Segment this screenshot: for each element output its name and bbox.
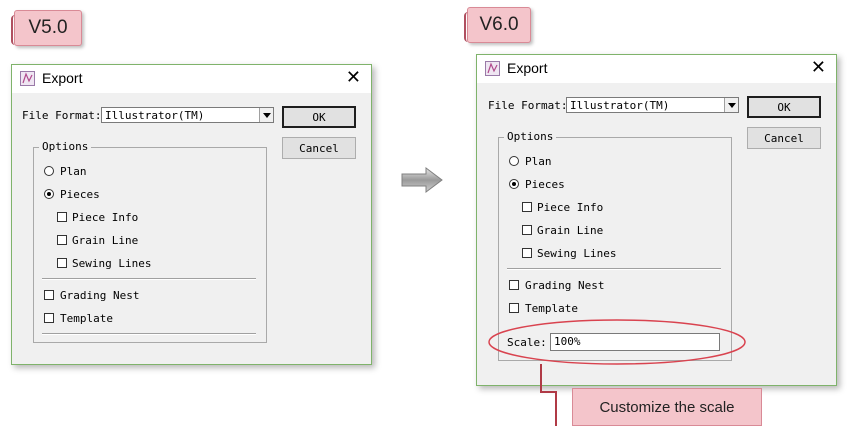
ok-button-label: OK xyxy=(777,100,791,114)
template-label: Template xyxy=(60,312,113,325)
cancel-button-label: Cancel xyxy=(764,131,804,145)
grading-nest-checkbox[interactable] xyxy=(509,280,519,290)
ok-button[interactable]: OK xyxy=(282,106,356,128)
pieces-label: Pieces xyxy=(525,178,565,191)
version-tag-old: V5.0 xyxy=(11,10,82,46)
ok-button-label: OK xyxy=(312,110,326,124)
callout-box: Customize the scale xyxy=(572,388,762,426)
options-legend: Options xyxy=(504,130,557,143)
options-legend: Options xyxy=(39,140,92,153)
file-format-value: Illustrator(TM) xyxy=(570,99,670,112)
export-dialog-new: Export ✕ File Format: Illustrator(TM) OK… xyxy=(476,54,837,386)
file-format-select[interactable]: Illustrator(TM) xyxy=(566,97,739,113)
grain-line-checkbox[interactable] xyxy=(57,235,67,245)
cancel-button[interactable]: Cancel xyxy=(282,137,356,159)
close-icon[interactable]: ✕ xyxy=(810,57,826,77)
grain-line-checkbox[interactable] xyxy=(522,225,532,235)
sewing-lines-label: Sewing Lines xyxy=(72,257,152,270)
cancel-button-label: Cancel xyxy=(299,141,339,155)
version-tag-new-label: V6.0 xyxy=(479,14,519,35)
app-icon xyxy=(485,61,500,76)
app-icon xyxy=(20,71,35,86)
sewing-lines-checkbox[interactable] xyxy=(522,248,532,258)
options-divider xyxy=(507,268,721,270)
grain-line-label: Grain Line xyxy=(72,234,139,247)
right-arrow-icon xyxy=(401,167,443,193)
callout-connector-line xyxy=(540,364,557,426)
grain-line-label: Grain Line xyxy=(537,224,604,237)
grading-nest-label: Grading Nest xyxy=(525,279,605,292)
scale-value: 100% xyxy=(554,335,581,348)
template-checkbox[interactable] xyxy=(509,303,519,313)
grading-nest-checkbox[interactable] xyxy=(44,290,54,300)
export-dialog-old: Export ✕ File Format: Illustrator(TM) OK… xyxy=(11,64,372,365)
pieces-radio[interactable] xyxy=(509,179,519,189)
chevron-down-icon[interactable] xyxy=(259,108,273,122)
scale-input[interactable]: 100% xyxy=(550,333,720,351)
template-label: Template xyxy=(525,302,578,315)
pieces-radio[interactable] xyxy=(44,189,54,199)
options-group xyxy=(33,147,267,343)
pieces-label: Pieces xyxy=(60,188,100,201)
grading-nest-label: Grading Nest xyxy=(60,289,140,302)
plan-label: Plan xyxy=(60,165,87,178)
chevron-down-icon[interactable] xyxy=(724,98,738,112)
options-group xyxy=(498,137,732,361)
piece-info-label: Piece Info xyxy=(537,201,604,214)
ok-button[interactable]: OK xyxy=(747,96,821,118)
sewing-lines-checkbox[interactable] xyxy=(57,258,67,268)
plan-label: Plan xyxy=(525,155,552,168)
scale-highlight-ellipse xyxy=(488,319,746,365)
plan-radio[interactable] xyxy=(44,166,54,176)
scale-label: Scale: xyxy=(507,336,547,349)
piece-info-label: Piece Info xyxy=(72,211,139,224)
file-format-label: File Format: xyxy=(488,99,568,112)
plan-radio[interactable] xyxy=(509,156,519,166)
version-tag-old-label: V5.0 xyxy=(28,17,68,38)
dialog-title: Export xyxy=(507,60,548,76)
piece-info-checkbox[interactable] xyxy=(57,212,67,222)
cancel-button[interactable]: Cancel xyxy=(747,127,821,149)
file-format-label: File Format: xyxy=(22,109,102,122)
version-tag-new: V6.0 xyxy=(464,7,531,43)
dialog-title: Export xyxy=(42,70,83,86)
file-format-value: Illustrator(TM) xyxy=(105,109,205,122)
template-checkbox[interactable] xyxy=(44,313,54,323)
file-format-select[interactable]: Illustrator(TM) xyxy=(101,107,274,123)
close-icon[interactable]: ✕ xyxy=(345,67,361,87)
options-divider xyxy=(42,278,256,280)
callout-text: Customize the scale xyxy=(599,398,735,416)
title-bar: Export ✕ xyxy=(477,55,836,83)
sewing-lines-label: Sewing Lines xyxy=(537,247,617,260)
title-bar: Export ✕ xyxy=(12,65,371,93)
piece-info-checkbox[interactable] xyxy=(522,202,532,212)
options-bottom-divider xyxy=(42,333,256,335)
